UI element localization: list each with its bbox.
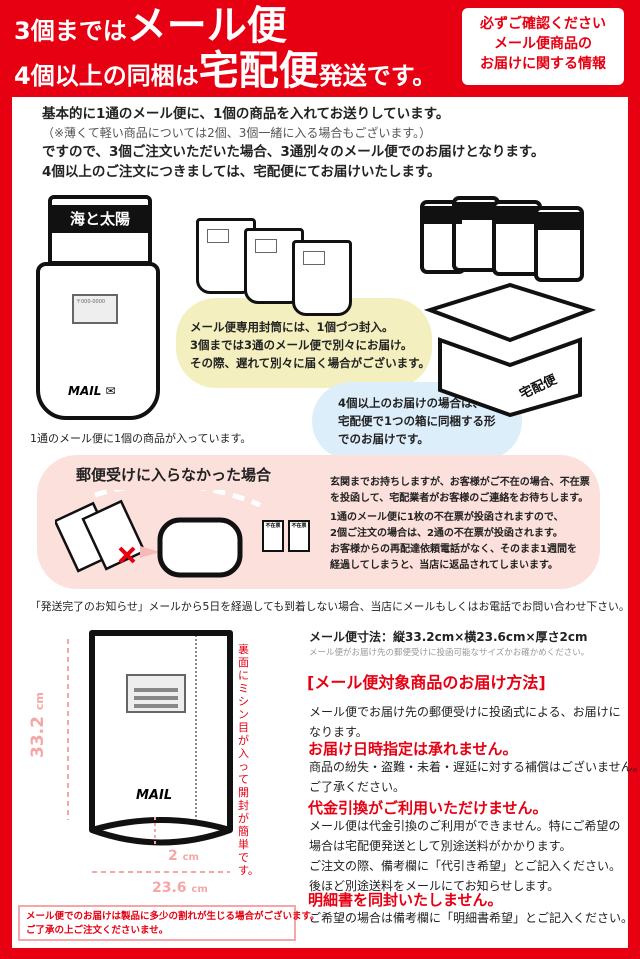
para-line: を投函して、宅配業者がお客様のご連絡をお待ちします。 bbox=[330, 493, 589, 504]
text-line: 商品の紛失・盗難・未着・遅延に対する補償はございません。 bbox=[309, 760, 640, 774]
headline-line2: 4個以上の同梱は宅配便発送です。 bbox=[14, 51, 436, 91]
no-invoice-text: ご希望の場合は備考欄に「明細書希望」とご記入ください。 bbox=[309, 911, 634, 925]
warning-line: メール便でのお届けは製品に多少の割れが生じる場合がございます。 bbox=[26, 911, 320, 922]
mailbox-para2: 1通のメール便に1枚の不在票が投函されますので、 2個ご注文の場合は、2通の不在票… bbox=[330, 510, 577, 574]
bubble-line: でのお届けです。 bbox=[338, 432, 429, 446]
address-label: 〒000-0000 bbox=[72, 294, 118, 324]
bubble-line: 宅配便で1つの箱に同梱する形 bbox=[338, 414, 496, 428]
notice-line: メール便商品の bbox=[494, 36, 592, 52]
delivery-box-icon: 宅配便 bbox=[420, 196, 597, 418]
no-invoice-heading: 明細書を同封いたしません。 bbox=[308, 891, 503, 909]
para-line: 1通のメール便に1枚の不在票が投函されますので、 bbox=[330, 512, 564, 523]
breakage-warning: メール便でのお届けは製品に多少の割れが生じる場合がございます。ご了承の上ご注文く… bbox=[18, 905, 320, 941]
bubble-line: 3個までは3通のメール便で別々にお届け。 bbox=[190, 338, 413, 352]
perforation-note: 裏面にミシン目が入って開封が簡単です。 bbox=[238, 643, 259, 877]
contact-note: 「発送完了のお知らせ」メールから5日を経過しても到着しない場合、当店にメールもし… bbox=[30, 600, 630, 613]
mail-envelope-icon bbox=[292, 240, 352, 316]
envelope-size-diagram: MAIL bbox=[67, 630, 233, 873]
warning-line: ご了承の上ご注文くださいませ。 bbox=[26, 925, 169, 936]
bubble-line: 4個以上のお届けの場合は、 bbox=[338, 396, 485, 410]
headline-line1: 3個まではメール便 bbox=[14, 6, 287, 46]
bubble-line: メール便専用封筒には、1個づつ封入。 bbox=[190, 320, 394, 334]
size-spec: メール便寸法：縦33.2cm×横23.6cm×厚さ2cm bbox=[309, 630, 588, 644]
mailbox-para1: 玄関までお持ちしますが、お客様がご不在の場合、不在票を投函して、宅配業者がお客様… bbox=[330, 475, 590, 507]
notice-box: 必ずご確認ください メール便商品の お届けに関する情報 bbox=[462, 8, 624, 85]
dimension-unit: cm bbox=[182, 852, 199, 863]
intro-line: ですので、3個ご注文いただいた場合、3通別々のメール便でのお届けとなります。 bbox=[42, 144, 545, 160]
notice-line: 必ずご確認ください bbox=[480, 16, 606, 32]
mail-text: MAIL bbox=[136, 788, 172, 803]
absence-slip: 不在票 bbox=[288, 520, 310, 552]
slip-label: 不在票 bbox=[291, 523, 307, 529]
para-line: 2個ご注文の場合は、2通の不在票が投函されます。 bbox=[330, 528, 563, 539]
mail-text: MAIL bbox=[68, 384, 102, 398]
text-line: メール便でお届け先の郵便受けに投函式による、お届けに bbox=[309, 705, 621, 719]
text-line: 後ほど別途送料をメールにてお知らせします。 bbox=[309, 879, 560, 893]
para-line: 玄関までお持ちしますが、お客様がご不在の場合、不在票 bbox=[330, 477, 590, 488]
mail-logo: MAIL ✉ bbox=[68, 384, 116, 398]
dimension-value: 33.2 bbox=[28, 716, 48, 758]
mailbox-icon bbox=[157, 517, 243, 578]
slip-label: 不在票 bbox=[265, 523, 281, 529]
width-dimension: 23.6 cm bbox=[152, 880, 208, 896]
no-cod-heading: 代金引換がご利用いただけません。 bbox=[308, 799, 548, 817]
blocked-icon bbox=[118, 546, 136, 564]
height-dimension: 33.2 cm bbox=[28, 692, 48, 758]
headline-mail-service: メール便 bbox=[126, 3, 287, 49]
para-line: お客様からの再配達依頼電話がなく、そのまま1週間を bbox=[330, 544, 577, 555]
text-line: ご了承ください。 bbox=[309, 780, 406, 794]
dimension-value: 2 bbox=[168, 848, 178, 864]
text-line: ご注文の際、備考欄に「代引き希望」とご記入ください。 bbox=[309, 859, 622, 873]
method-text: メール便でお届け先の郵便受けに投函式による、お届けになります。 bbox=[309, 702, 621, 742]
notice-line: お届けに関する情報 bbox=[480, 56, 606, 72]
envelope-icon: ✉ bbox=[105, 384, 116, 398]
dimension-unit: cm bbox=[33, 692, 46, 711]
mailbox-illustration bbox=[55, 490, 261, 578]
headline-text: 4個以上の同梱は bbox=[14, 62, 199, 90]
headline-text: 発送です。 bbox=[318, 62, 437, 90]
product-package: 海と太陽 bbox=[48, 195, 152, 265]
text-line: なります。 bbox=[309, 725, 368, 739]
absence-slip: 不在票 bbox=[262, 520, 284, 552]
text-line: 場合は宅配便発送として別途送料がかかります。 bbox=[309, 839, 572, 853]
no-date-heading: お届け日時指定は承れません。 bbox=[308, 740, 518, 758]
depth-dimension: 2 cm bbox=[168, 848, 199, 864]
no-date-text: 商品の紛失・盗難・未着・遅延に対する補償はございません。ご了承ください。 bbox=[309, 757, 640, 797]
intro-note: （※薄くて軽い商品については2個、3個一緒に入る場合もございます。） bbox=[42, 126, 432, 140]
headline-home-delivery: 宅配便 bbox=[198, 48, 319, 94]
para-line: 経過してしまうと、当店に返品されてしまいます。 bbox=[330, 560, 558, 571]
headline-text: 3個までは bbox=[14, 17, 127, 45]
dimension-unit: cm bbox=[191, 884, 208, 895]
no-cod-text: メール便は代金引換のご利用ができません。特にご希望の場合は宅配便発送として別途送… bbox=[309, 816, 621, 896]
intro-line: 4個以上のご注文につきましては、宅配便にてお届けいたします。 bbox=[42, 164, 441, 180]
bubble-line: その際、遅れて別々に届く場合がございます。 bbox=[190, 356, 431, 370]
intro-line: 基本的に1通のメール便に、1個の商品を入れてお送りしています。 bbox=[42, 106, 450, 122]
dimension-value: 23.6 bbox=[152, 880, 187, 896]
mail-envelope-icon: 〒000-0000 MAIL ✉ bbox=[36, 262, 160, 420]
method-title: [メール便対象商品のお届け方法] bbox=[307, 673, 546, 692]
mailbox-section-title: 郵便受けに入らなかった場合 bbox=[76, 466, 272, 484]
size-note: メール便がお届け先の郵便受けに投函可能なサイズかお確かめください。 bbox=[309, 648, 590, 658]
text-line: メール便は代金引換のご利用ができません。特にご希望の bbox=[309, 819, 621, 833]
single-caption: 1通のメール便に1個の商品が入っています。 bbox=[30, 432, 252, 445]
brand-label: 海と太陽 bbox=[52, 205, 148, 233]
